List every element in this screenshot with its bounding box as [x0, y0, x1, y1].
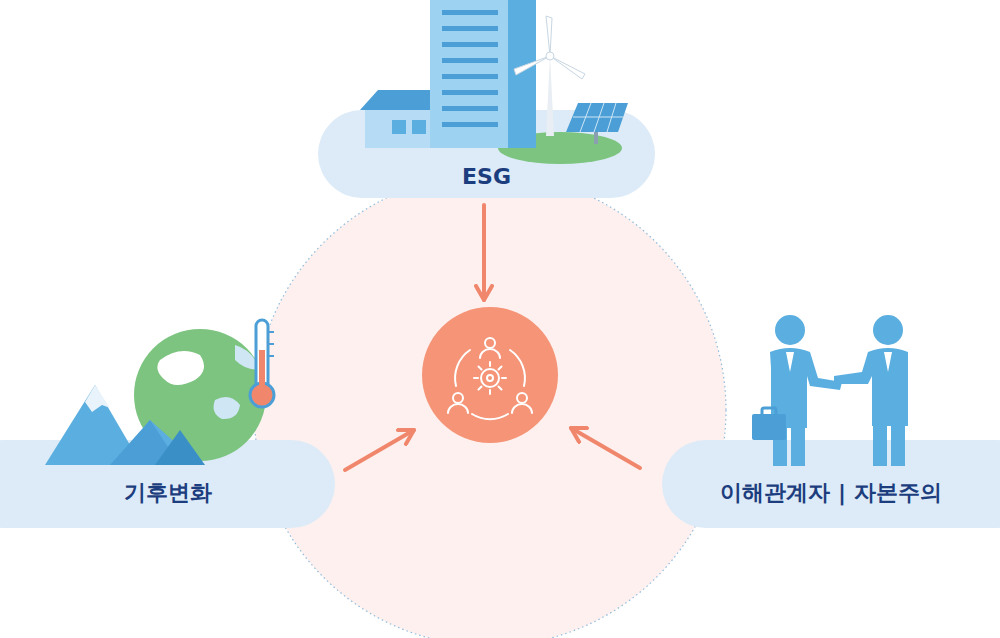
topic-label: 이해관계자 | 자본주의 — [720, 480, 941, 506]
topic-pill: 기후변화 — [0, 440, 335, 528]
handshake-illustration — [786, 352, 794, 372]
handshake-illustration — [791, 418, 805, 466]
globe-illustration — [85, 385, 110, 412]
handshake-illustration — [873, 315, 903, 345]
globe-illustration — [268, 331, 274, 333]
background-circle — [254, 174, 726, 638]
topic-pill: 이해관계자 | 자본주의 — [662, 440, 1000, 528]
topic-label: 기후변화 — [124, 480, 212, 506]
handshake-illustration — [834, 348, 908, 426]
globe-illustration — [268, 332, 274, 356]
center-icon — [481, 369, 499, 387]
handshake-illustration — [752, 414, 786, 440]
arrow — [345, 430, 414, 470]
center-icon — [472, 414, 508, 419]
center-icon — [510, 350, 525, 386]
globe-illustration — [256, 320, 268, 390]
building-illustration — [514, 16, 585, 79]
arrow — [345, 205, 640, 470]
globe-illustration — [259, 350, 265, 390]
globe-illustration — [268, 355, 274, 357]
handshake-illustration — [752, 408, 786, 440]
building-illustration — [442, 106, 498, 111]
center-icon — [455, 350, 470, 386]
arrow — [482, 205, 486, 300]
handshake-illustration — [752, 315, 908, 466]
center-icon — [448, 404, 468, 413]
building-illustration — [442, 10, 498, 15]
building-illustration — [365, 108, 435, 148]
topic-label: ESG — [462, 164, 511, 190]
building-illustration — [508, 0, 536, 148]
pill-shape — [662, 440, 1000, 528]
building-illustration — [573, 117, 623, 118]
handshake-illustration — [762, 408, 776, 416]
building-illustration — [412, 120, 426, 134]
building-illustration — [442, 74, 498, 79]
building-illustration — [546, 56, 554, 136]
center-icon — [512, 404, 532, 413]
center-icon — [422, 307, 558, 443]
pill-shape — [0, 110, 1000, 528]
handshake-illustration — [775, 315, 805, 345]
building-illustration — [546, 52, 554, 60]
globe-illustration — [45, 320, 274, 465]
building-illustration — [442, 26, 498, 31]
center-icon — [474, 362, 506, 394]
building-illustration — [360, 90, 440, 110]
building-illustration — [392, 120, 406, 134]
building-illustration — [430, 0, 510, 148]
handshake-illustration — [884, 352, 892, 372]
building-illustration — [360, 0, 628, 164]
building-illustration — [594, 132, 598, 144]
building-illustration — [573, 103, 623, 132]
building-illustration — [546, 16, 552, 56]
center-icon — [485, 338, 495, 348]
handshake-illustration — [891, 426, 905, 466]
building-illustration — [442, 10, 498, 127]
building-illustration — [566, 103, 628, 132]
building-illustration — [442, 122, 498, 127]
building-illustration — [442, 42, 498, 47]
globe-illustration — [268, 343, 274, 345]
arrow — [571, 428, 640, 468]
handshake-illustration — [873, 426, 887, 466]
building-illustration — [442, 58, 498, 63]
building-illustration — [550, 56, 585, 79]
topic-pill: ESG — [318, 110, 655, 198]
globe-illustration — [157, 351, 204, 385]
center-icon — [448, 338, 532, 419]
center-icon — [517, 393, 527, 403]
center-icon — [480, 349, 500, 358]
building-illustration — [514, 56, 550, 75]
globe-illustration — [155, 430, 205, 465]
center-icon — [487, 375, 493, 381]
handshake-illustration — [770, 315, 908, 466]
globe-illustration — [214, 397, 240, 419]
center-icon — [453, 393, 463, 403]
building-illustration — [442, 90, 498, 95]
center-icon — [422, 307, 558, 443]
